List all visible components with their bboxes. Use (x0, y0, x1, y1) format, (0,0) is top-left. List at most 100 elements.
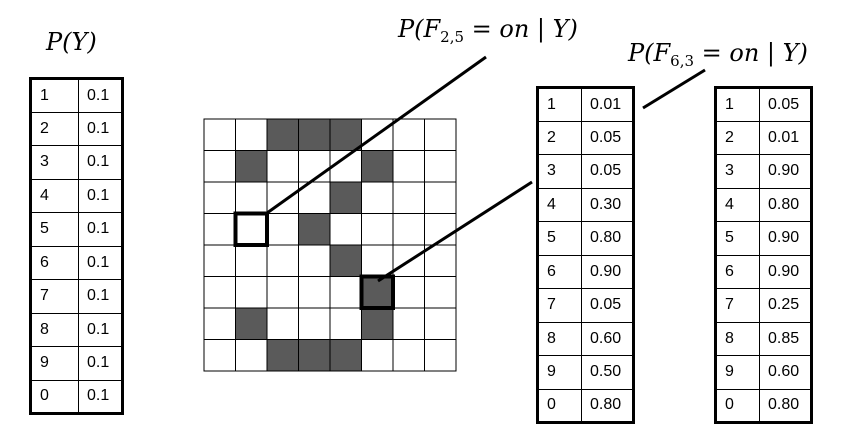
probability-cell: 0.90 (759, 254, 812, 289)
pixel-off (203, 181, 236, 214)
pointer-line-f63-top (642, 68, 706, 110)
pixel-off (361, 339, 394, 372)
pixel-off (298, 244, 331, 277)
class-label-cell: 9 (715, 355, 760, 390)
pixel-on (266, 339, 299, 372)
pixel-off (266, 276, 299, 309)
probability-cell: 0.1 (78, 78, 123, 113)
pixel-off (424, 213, 457, 246)
pixel-off (203, 213, 236, 246)
probability-cell: 0.90 (759, 154, 812, 189)
pixel-off (424, 150, 457, 183)
probability-cell: 0.60 (581, 321, 634, 356)
pixel-off (203, 307, 236, 340)
f63-label: P(F6,3 = on | Y) (628, 39, 808, 70)
pixel-on (361, 307, 394, 340)
pixel-off (361, 213, 394, 246)
probability-cell: 0.1 (78, 379, 123, 414)
pixel-off (235, 213, 268, 246)
pixel-off (361, 181, 394, 214)
pixel-off (235, 181, 268, 214)
class-label-cell: 9 (537, 355, 582, 390)
pixel-on (361, 150, 394, 183)
pixel-off (329, 307, 362, 340)
pixel-off (298, 307, 331, 340)
pixel-off (235, 276, 268, 309)
pixel-off (392, 276, 425, 309)
pixel-off (424, 276, 457, 309)
class-label-cell: 3 (30, 145, 79, 180)
pixel-on (298, 213, 331, 246)
highlighted-pixel (233, 211, 269, 247)
probability-cell: 0.1 (78, 212, 123, 247)
pixel-on (298, 118, 331, 151)
pixel-off (298, 276, 331, 309)
pixel-on (329, 118, 362, 151)
class-label-cell: 1 (30, 78, 79, 113)
probability-cell: 0.80 (759, 187, 812, 222)
pixel-off (392, 118, 425, 151)
pixel-off (203, 118, 236, 151)
pixel-off (266, 213, 299, 246)
probability-cell: 0.80 (581, 221, 634, 256)
probability-cell: 0.60 (759, 355, 812, 390)
probability-cell: 0.01 (581, 87, 634, 122)
pixel-off (266, 181, 299, 214)
pixel-off (266, 150, 299, 183)
pixel-off (392, 339, 425, 372)
class-label-cell: 0 (537, 388, 582, 423)
class-label-cell: 8 (30, 312, 79, 347)
pixel-on (329, 244, 362, 277)
pixel-off (329, 150, 362, 183)
class-label-cell: 7 (537, 288, 582, 323)
class-label-cell: 3 (537, 154, 582, 189)
probability-cell: 0.50 (581, 355, 634, 390)
class-label-cell: 9 (30, 346, 79, 381)
pixel-off (298, 181, 331, 214)
f25-label: P(F2,5 = on | Y) (398, 15, 578, 46)
class-label-cell: 5 (30, 212, 79, 247)
pixel-off (392, 181, 425, 214)
pixel-off (392, 150, 425, 183)
pixel-on (266, 118, 299, 151)
class-label-cell: 6 (715, 254, 760, 289)
pixel-off (392, 307, 425, 340)
pixel-off (203, 276, 236, 309)
class-label-cell: 5 (537, 221, 582, 256)
pixel-off (392, 213, 425, 246)
probability-cell: 0.05 (759, 87, 812, 122)
pixel-off (361, 118, 394, 151)
probability-cell: 0.25 (759, 288, 812, 323)
probability-cell: 0.90 (759, 221, 812, 256)
pixel-off (424, 118, 457, 151)
class-label-cell: 3 (715, 154, 760, 189)
probability-cell: 0.05 (581, 288, 634, 323)
probability-cell: 0.80 (759, 388, 812, 423)
probability-cell: 0.30 (581, 187, 634, 222)
pixel-off (235, 244, 268, 277)
probability-cell: 0.80 (581, 388, 634, 423)
probability-cell: 0.05 (581, 154, 634, 189)
class-label-cell: 0 (715, 388, 760, 423)
